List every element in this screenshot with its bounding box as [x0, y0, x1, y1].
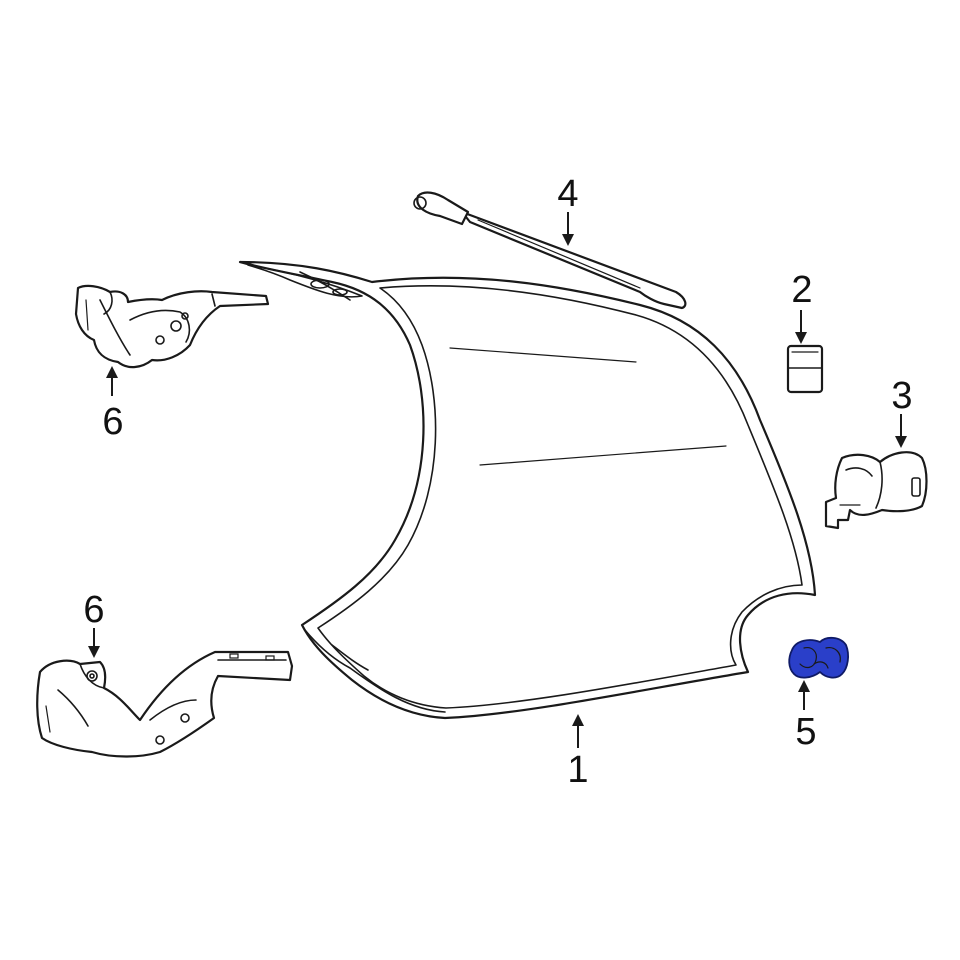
callout-1: 1 — [567, 749, 588, 791]
latch[interactable] — [824, 451, 928, 530]
hinge-lower[interactable] — [36, 650, 294, 758]
callout-4: 4 — [557, 173, 578, 215]
callout-labels: 4 2 3 1 5 6 6 — [83, 173, 912, 791]
hinge-upper[interactable] — [74, 284, 270, 369]
callout-6-lower: 6 — [83, 589, 104, 631]
lift-support[interactable] — [413, 191, 687, 310]
callout-2: 2 — [791, 269, 812, 311]
weatherstrip-clip[interactable] — [788, 636, 849, 679]
callout-5: 5 — [795, 711, 816, 753]
callout-3: 3 — [891, 375, 912, 417]
trunk-lid[interactable] — [238, 260, 817, 720]
callout-6-upper: 6 — [102, 401, 123, 443]
leader-lines — [88, 212, 907, 748]
bumper-pad[interactable] — [786, 344, 824, 394]
